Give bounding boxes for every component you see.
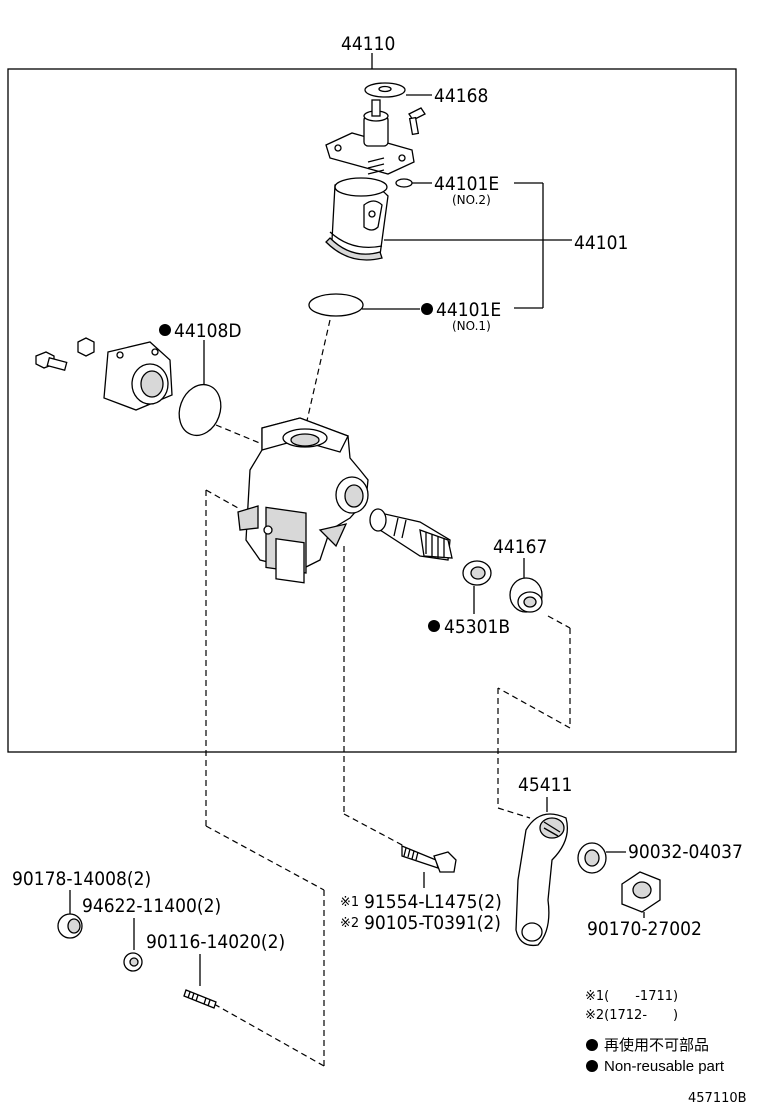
- gear-housing: [237, 417, 369, 584]
- nut-90178: [57, 913, 83, 939]
- callout-90032: 90032-04037: [628, 841, 743, 863]
- o-ring-44101E-no1: [308, 293, 364, 317]
- o-ring-44101E-no2: [395, 178, 413, 188]
- mark-2: ※2: [340, 916, 359, 931]
- valve-assembly-44101: [325, 99, 426, 261]
- callout-90178: 90178-14008(2): [12, 868, 151, 890]
- nut-90170: [621, 871, 661, 913]
- callout-45411: 45411: [518, 774, 572, 796]
- legend-dot-jp: [586, 1039, 598, 1051]
- figure-id: 457110B: [688, 1091, 747, 1106]
- callout-44101E-no2: 44101E: [434, 173, 499, 195]
- note-2: ※2(1712- ): [585, 1008, 678, 1023]
- callout-44108D: 44108D: [174, 320, 242, 342]
- callout-90116: 90116-14020(2): [146, 931, 285, 953]
- washer-94622: [123, 952, 143, 972]
- nut-small: [77, 337, 95, 357]
- sector-shaft: [369, 508, 453, 561]
- callout-45301B: 45301B: [444, 616, 510, 638]
- callout-91554: 91554-L1475(2): [364, 891, 502, 913]
- callout-44101E-no1: 44101E: [436, 299, 501, 321]
- stud-90116: [183, 989, 217, 1009]
- callout-44101E-no1-sub: (NO.1): [452, 319, 491, 333]
- non-reusable-dot-45301B: [428, 620, 440, 632]
- washer-44168: [364, 82, 406, 98]
- bolt-left: [35, 351, 68, 371]
- legend-dot-en: [586, 1060, 598, 1072]
- callout-94622: 94622-11400(2): [82, 895, 221, 917]
- note-1: ※1( -1711): [585, 989, 678, 1004]
- assembly-frame: [7, 68, 737, 753]
- legend-jp: 再使用不可部品: [604, 1037, 709, 1054]
- callout-90170: 90170-27002: [587, 918, 702, 940]
- bushing-44167: [509, 577, 543, 613]
- callout-44168: 44168: [434, 85, 488, 107]
- bolt-91554: [401, 845, 457, 873]
- pitman-arm-45411: [515, 813, 569, 947]
- mark-1: ※1: [340, 895, 359, 910]
- non-reusable-dot-44108D: [159, 324, 171, 336]
- callout-44110: 44110: [341, 33, 395, 55]
- callout-44167: 44167: [493, 536, 547, 558]
- washer-90032: [577, 842, 607, 874]
- callout-44101: 44101: [574, 232, 628, 254]
- callout-90105: 90105-T0391(2): [364, 912, 501, 934]
- callout-44101E-no2-sub: (NO.2): [452, 193, 491, 207]
- legend-en: Non-reusable part: [604, 1058, 725, 1075]
- bearing-cover: [103, 341, 173, 411]
- o-ring-44108D: [178, 383, 222, 437]
- non-reusable-dot-44101E: [421, 303, 433, 315]
- oil-seal-45301B: [462, 560, 492, 586]
